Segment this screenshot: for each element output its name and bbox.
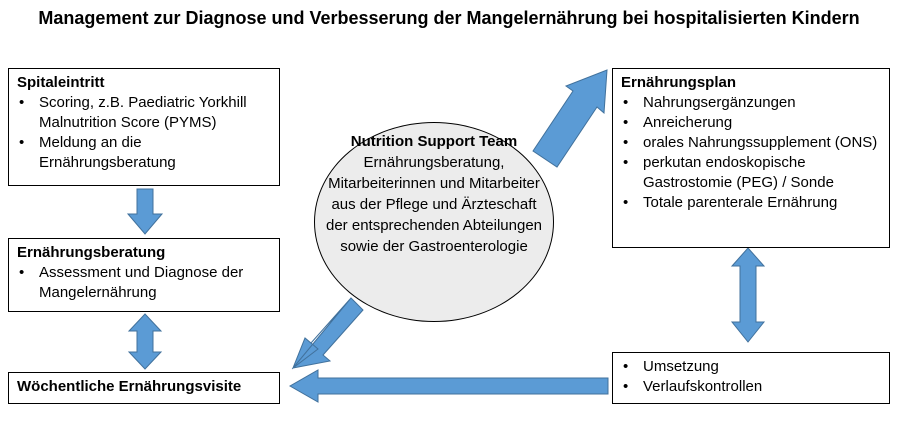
list-item: perkutan endoskopische Gastrostomie (PEG… [621,153,881,193]
spitaleintritt-box: Spitaleintritt Scoring, z.B. Paediatric … [8,68,280,186]
ernaehrungsberatung-heading: Ernährungsberatung [17,244,166,261]
arrow-beratung-visite [127,313,163,370]
team-body: Ernährungsberatung, Mitarbeiterinnen und… [326,154,543,255]
list-item: Assessment und Diagnose der Mangelernähr… [17,263,271,303]
visite-heading: Wöchentliche Ernährungsvisite [17,378,242,395]
list-item: Nahrungsergänzungen [621,93,881,113]
ernaehrungsberatung-box: Ernährungsberatung Assessment und Diagno… [8,238,280,312]
list-item: Totale parenterale Ernährung [621,193,881,213]
list-item: Scoring, z.B. Paediatric Yorkhill Malnut… [17,93,271,133]
nutrition-support-team-ellipse [314,122,554,322]
team-heading: Nutrition Support Team [350,133,518,150]
arrow-to-ernaehrungsplan [532,69,608,168]
umsetzung-box: Umsetzung Verlaufskontrollen [612,352,890,404]
arrow-spital-to-beratung [126,188,164,235]
ernaehrungsplan-heading: Ernährungsplan [621,74,737,91]
ernaehrungsplan-box: Ernährungsplan Nahrungsergänzungen Anrei… [612,68,890,248]
list-item: Verlaufskontrollen [621,377,881,397]
list-item: Meldung an die Ernährungsberatung [17,133,271,173]
list-item: Anreicherung [621,113,881,133]
arrow-plan-umsetzung [730,247,766,343]
list-item: orales Nahrungssupplement (ONS) [621,133,881,153]
list-item: Umsetzung [621,357,881,377]
visite-box: Wöchentliche Ernährungsvisite [8,372,280,404]
diagram-title: Management zur Diagnose und Verbesserung… [38,8,860,28]
nutrition-support-team-text: Nutrition Support Team Ernährungsberatun… [326,131,542,257]
arrow-to-visite [291,297,364,370]
spitaleintritt-heading: Spitaleintritt [17,74,105,91]
arrow-umsetzung-to-visite [288,369,609,403]
